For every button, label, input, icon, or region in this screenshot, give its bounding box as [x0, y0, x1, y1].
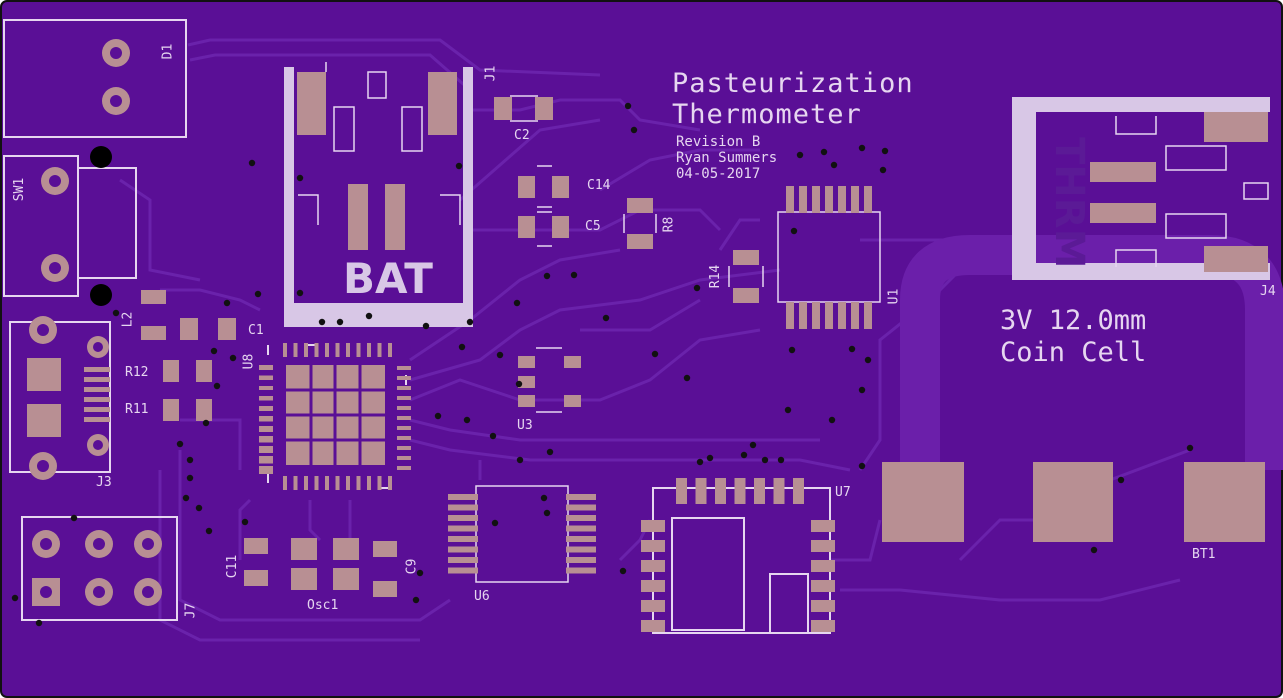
j4-connector [1012, 97, 1270, 280]
d1-outline [3, 19, 187, 138]
label-u7: U7 [835, 485, 851, 500]
board-title-line2: Thermometer [672, 99, 862, 130]
label-u1: U1 [886, 288, 902, 305]
label-osc1: Osc1 [307, 598, 339, 613]
battery-label: BAT [343, 254, 433, 303]
label-r11: R11 [125, 402, 149, 417]
label-c1: C1 [248, 323, 264, 338]
sw1-outline [3, 155, 79, 297]
author-text: Ryan Summers [676, 150, 778, 166]
label-d1: D1 [160, 43, 176, 60]
bt1-pad-3 [1184, 462, 1265, 542]
label-j4: J4 [1260, 284, 1276, 299]
label-r8: R8 [661, 216, 677, 233]
u6-chip [448, 485, 596, 583]
label-c2: C2 [514, 128, 530, 143]
label-l2: L2 [120, 311, 136, 328]
label-j7: J7 [183, 602, 199, 619]
label-bt1: BT1 [1192, 547, 1216, 562]
u1-chip [777, 186, 881, 329]
battery-trace [900, 235, 1283, 480]
label-u6: U6 [474, 589, 490, 604]
label-c9: C9 [404, 558, 420, 575]
board-title-line1: Pasteurization [672, 68, 914, 99]
bt1-pad-1 [882, 462, 964, 542]
coin-cell-line1: 3V 12.0mm [1000, 305, 1147, 336]
label-u8: U8 [241, 353, 257, 370]
label-r12: R12 [125, 365, 149, 380]
u8-chip [259, 343, 411, 490]
u7-module [641, 478, 835, 634]
coin-cell-line2: Coin Cell [1000, 337, 1147, 368]
label-u3: U3 [517, 418, 533, 433]
date-text: 04-05-2017 [676, 166, 761, 182]
revision-text: Revision B [676, 134, 761, 150]
thermistor-label: THRM [1046, 137, 1092, 269]
label-sw1: SW1 [12, 177, 28, 202]
label-j1: J1 [483, 65, 499, 82]
battery-holder [284, 62, 473, 327]
j7-pads [32, 530, 162, 606]
bt1-pad-2 [1033, 462, 1113, 542]
j7-outline [21, 516, 178, 621]
label-c14: C14 [587, 178, 611, 193]
label-c5: C5 [585, 219, 601, 234]
label-r14: R14 [708, 264, 724, 289]
label-j3: J3 [96, 475, 112, 490]
label-c11: C11 [225, 554, 241, 579]
